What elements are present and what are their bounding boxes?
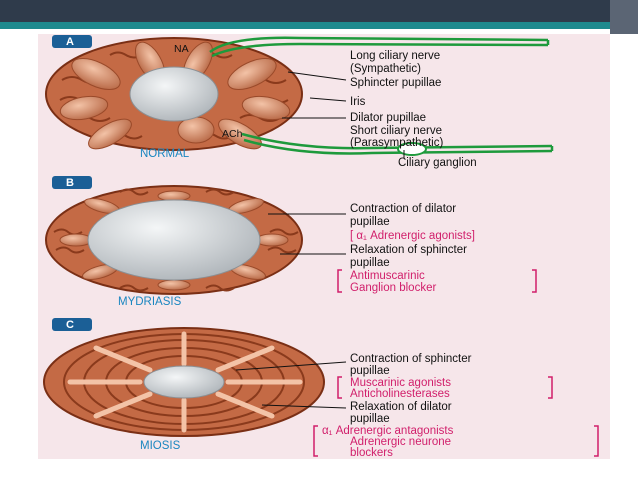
label-relaxation-sphincter-2: pupillae: [350, 257, 390, 269]
drug-blockers: blockers: [350, 447, 393, 459]
label-sympathetic: (Sympathetic): [350, 63, 421, 75]
label-contraction-dilator-2: pupillae: [350, 216, 390, 228]
label-parasympathetic: (Parasympathetic): [350, 137, 443, 149]
bracket-left-c2: [313, 425, 318, 457]
label-relaxation-sphincter: Relaxation of sphincter: [350, 244, 467, 256]
label-iris: Iris: [350, 96, 366, 108]
leader-lines-c: [235, 361, 347, 409]
panel-a: A: [45, 35, 554, 169]
long-ciliary-nerve: [209, 36, 550, 58]
badge-a: [52, 35, 92, 48]
label-sphincter-pupillae: Sphincter pupillae: [350, 77, 441, 89]
label-short-ciliary: Short ciliary nerve: [350, 125, 442, 137]
badge-a-label: A: [66, 36, 74, 48]
bracket-right-c2: [594, 425, 599, 457]
bracket-left-b: [337, 269, 342, 293]
label-na: NA: [174, 43, 189, 55]
badge-c: [52, 318, 92, 331]
label-contraction-dilator: Contraction of dilator: [350, 203, 456, 215]
badge-b-label: B: [66, 177, 74, 189]
leader-lines-a: [282, 71, 405, 158]
ciliary-ganglion-shape: [397, 142, 427, 156]
label-ciliary-ganglion: Ciliary ganglion: [398, 157, 477, 169]
label-ach: ACh: [222, 128, 243, 140]
pupil-normal: [129, 66, 219, 122]
badge-c-label: C: [66, 319, 74, 331]
short-ciliary-nerve: [241, 132, 554, 155]
pupil-dilated: [87, 199, 261, 281]
badge-b: [52, 176, 92, 189]
drug-alpha1-antagonists: α₁ Adrenergic antagonists: [322, 425, 454, 437]
panel-c: C MIOSIS Contraction of sphincter pupill…: [43, 318, 599, 459]
drug-antimuscarinic: Antimuscarinic: [350, 270, 425, 282]
label-dilator-pupillae: Dilator pupillae: [350, 112, 426, 124]
drug-ganglion-blocker: Ganglion blocker: [350, 282, 436, 294]
slide-top-bar: [0, 0, 638, 22]
pupil-constricted: [143, 365, 225, 399]
label-contraction-sphincter: Contraction of sphincter: [350, 353, 472, 365]
panel-b: B MYDRIASIS Contraction: [45, 176, 537, 308]
drug-alpha1-agonists: [ α₁ Adrenergic agonists]: [350, 230, 475, 242]
label-contraction-sphincter-2: pupillae: [350, 365, 390, 377]
bracket-right-b: [532, 269, 537, 293]
drug-muscarinic-agonists: Muscarinic agonists: [350, 377, 451, 389]
caption-miosis: MIOSIS: [140, 440, 181, 452]
bracket-left-c1: [337, 376, 342, 399]
caption-mydriasis: MYDRIASIS: [118, 296, 182, 308]
dilator-spokes-c: [67, 331, 303, 433]
label-long-ciliary: Long ciliary nerve: [350, 50, 440, 62]
label-relaxation-dilator: Relaxation of dilator: [350, 401, 452, 413]
drug-anticholinesterases: Anticholinesterases: [350, 388, 450, 400]
label-relaxation-dilator-2: pupillae: [350, 413, 390, 425]
slide-accent-stripe: [0, 22, 638, 29]
slide-corner-decoration: [610, 0, 638, 34]
bracket-right-c1: [548, 376, 553, 399]
drug-adrenergic-neurone: Adrenergic neurone: [350, 436, 451, 448]
caption-normal: NORMAL: [140, 148, 190, 160]
leader-lines-b: [268, 213, 346, 255]
